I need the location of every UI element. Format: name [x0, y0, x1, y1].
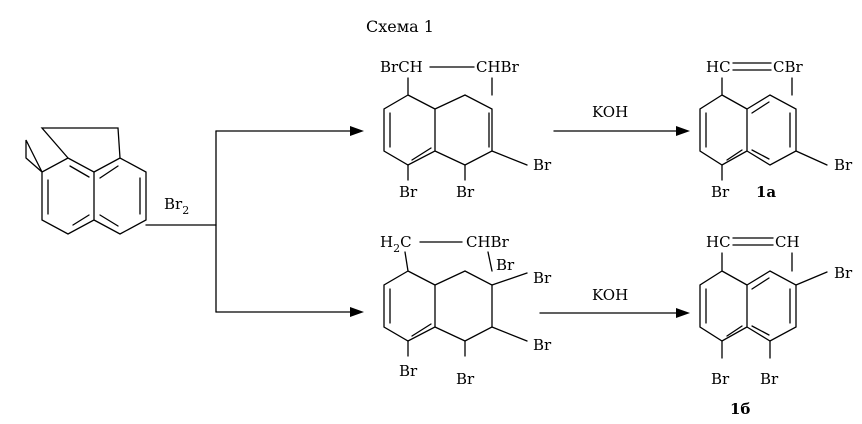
bridge-left-label: HC — [706, 58, 731, 76]
bridge-left-label: HC — [706, 233, 731, 251]
ring-bonds — [699, 77, 797, 166]
bridge-left-label: H2C — [380, 233, 412, 255]
bridge-left-label: BrCH — [380, 58, 423, 76]
ring-bonds — [699, 252, 797, 342]
substituent-br: Br — [399, 183, 418, 201]
substituent-br: Br — [760, 370, 779, 388]
substituent-br: Br — [533, 156, 552, 174]
substituent-br: Br — [711, 370, 730, 388]
substituent-br: Br — [834, 264, 853, 282]
arrow-bottom-head — [350, 307, 364, 317]
product-1a-structure: HC CBr Br Br 1a — [699, 58, 853, 201]
bridge-right-label: CHBr — [476, 58, 520, 76]
acenaphthene-structure — [25, 127, 147, 235]
arrow-head — [676, 126, 690, 136]
ring-bonds — [383, 251, 493, 342]
bridge-right-label: CBr — [773, 58, 804, 76]
bond-ring-br — [491, 150, 528, 166]
intermediate-top-structure: BrCH CHBr Br Br Br — [380, 58, 552, 201]
bonds — [25, 127, 147, 235]
substituent-br: Br — [456, 183, 475, 201]
ring-bonds — [383, 77, 493, 166]
reagent-br2: Br2 — [164, 195, 189, 217]
elimination-step-top: KOH — [553, 103, 690, 136]
elimination-step-bottom: KOH — [539, 286, 690, 318]
product-1b-structure: HC CH Br Br Br 1б — [699, 233, 853, 418]
substituent-br: Br — [456, 370, 475, 388]
bond-ring-br-lower — [491, 326, 528, 342]
reagent-koh: KOH — [592, 286, 628, 304]
bond-ring-br — [795, 271, 828, 286]
arrow-top-head — [350, 126, 364, 136]
bromination-step: Br2 — [145, 126, 364, 317]
compound-label: 1б — [730, 400, 750, 418]
intermediate-bottom-structure: H2C CHBr Br Br Br Br Br — [380, 233, 552, 388]
substituent-br: Br — [399, 362, 418, 380]
bond-ring-br — [795, 150, 828, 166]
substituent-br: Br — [533, 269, 552, 287]
bond-ring-br-upper — [491, 272, 528, 286]
arrow-head — [676, 308, 690, 318]
bridge-right-label: CH — [775, 233, 800, 251]
substituent-br: Br — [533, 336, 552, 354]
compound-label: 1a — [756, 183, 776, 201]
substituent-br: Br — [711, 183, 730, 201]
scheme-title: Схема 1 — [366, 17, 434, 36]
reagent-koh: KOH — [592, 103, 628, 121]
substituent-br: Br — [834, 156, 853, 174]
substituent-br: Br — [496, 256, 515, 274]
bridge-right-label: CHBr — [466, 233, 510, 251]
